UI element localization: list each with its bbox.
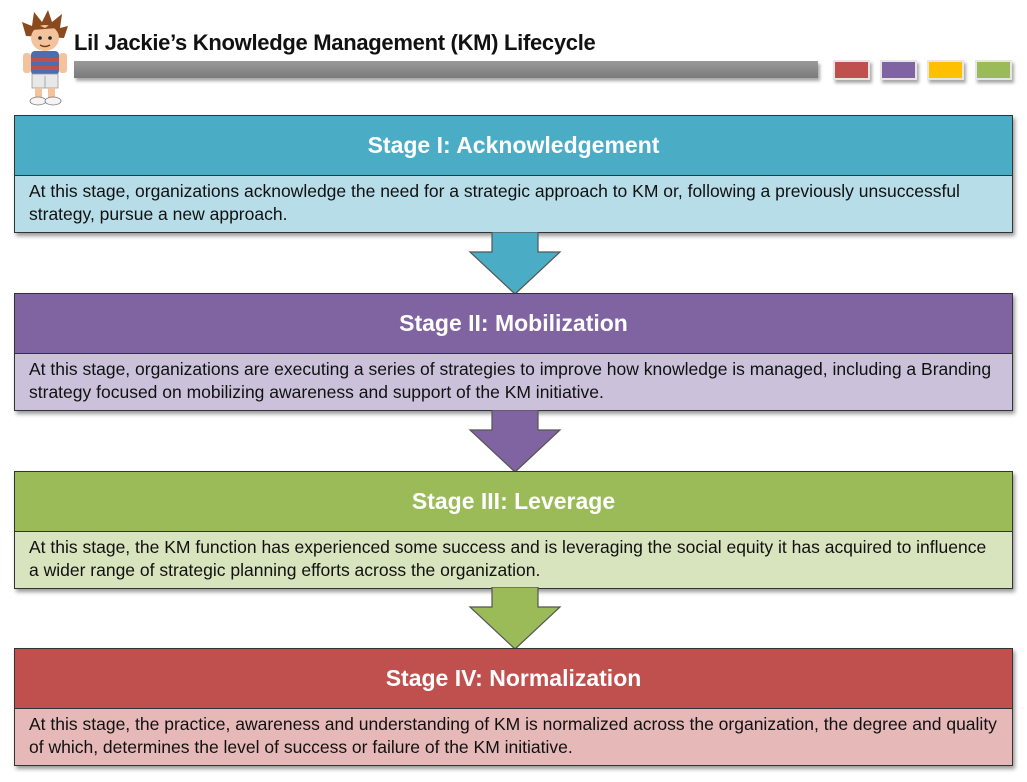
swatch-purple [880, 60, 917, 80]
stage-3-box: Stage III: Leverage At this stage, the K… [14, 471, 1013, 589]
stage-1-description: At this stage, organizations acknowledge… [15, 176, 1012, 232]
title-underline-bar [74, 61, 818, 78]
stage-4-description: At this stage, the practice, awareness a… [15, 709, 1012, 765]
stage-1-title: Stage I: Acknowledgement [15, 116, 1012, 176]
stage-3-description: At this stage, the KM function has exper… [15, 532, 1012, 588]
cartoon-boy-mascot [22, 10, 68, 106]
swatch-red [833, 60, 870, 80]
stage-2-title: Stage II: Mobilization [15, 294, 1012, 354]
page-title: Lil Jackie’s Knowledge Management (KM) L… [74, 30, 596, 55]
stage-4-box: Stage IV: Normalization At this stage, t… [14, 648, 1013, 766]
swatch-yellow [927, 60, 964, 80]
down-arrow-2 [468, 410, 562, 473]
swatch-green [975, 60, 1012, 80]
down-arrow-1 [468, 232, 562, 295]
stage-2-box: Stage II: Mobilization At this stage, or… [14, 293, 1013, 411]
stage-2-description: At this stage, organizations are executi… [15, 354, 1012, 410]
stage-3-title: Stage III: Leverage [15, 472, 1012, 532]
stage-1-box: Stage I: Acknowledgement At this stage, … [14, 115, 1013, 233]
down-arrow-3 [468, 587, 562, 650]
stage-4-title: Stage IV: Normalization [15, 649, 1012, 709]
